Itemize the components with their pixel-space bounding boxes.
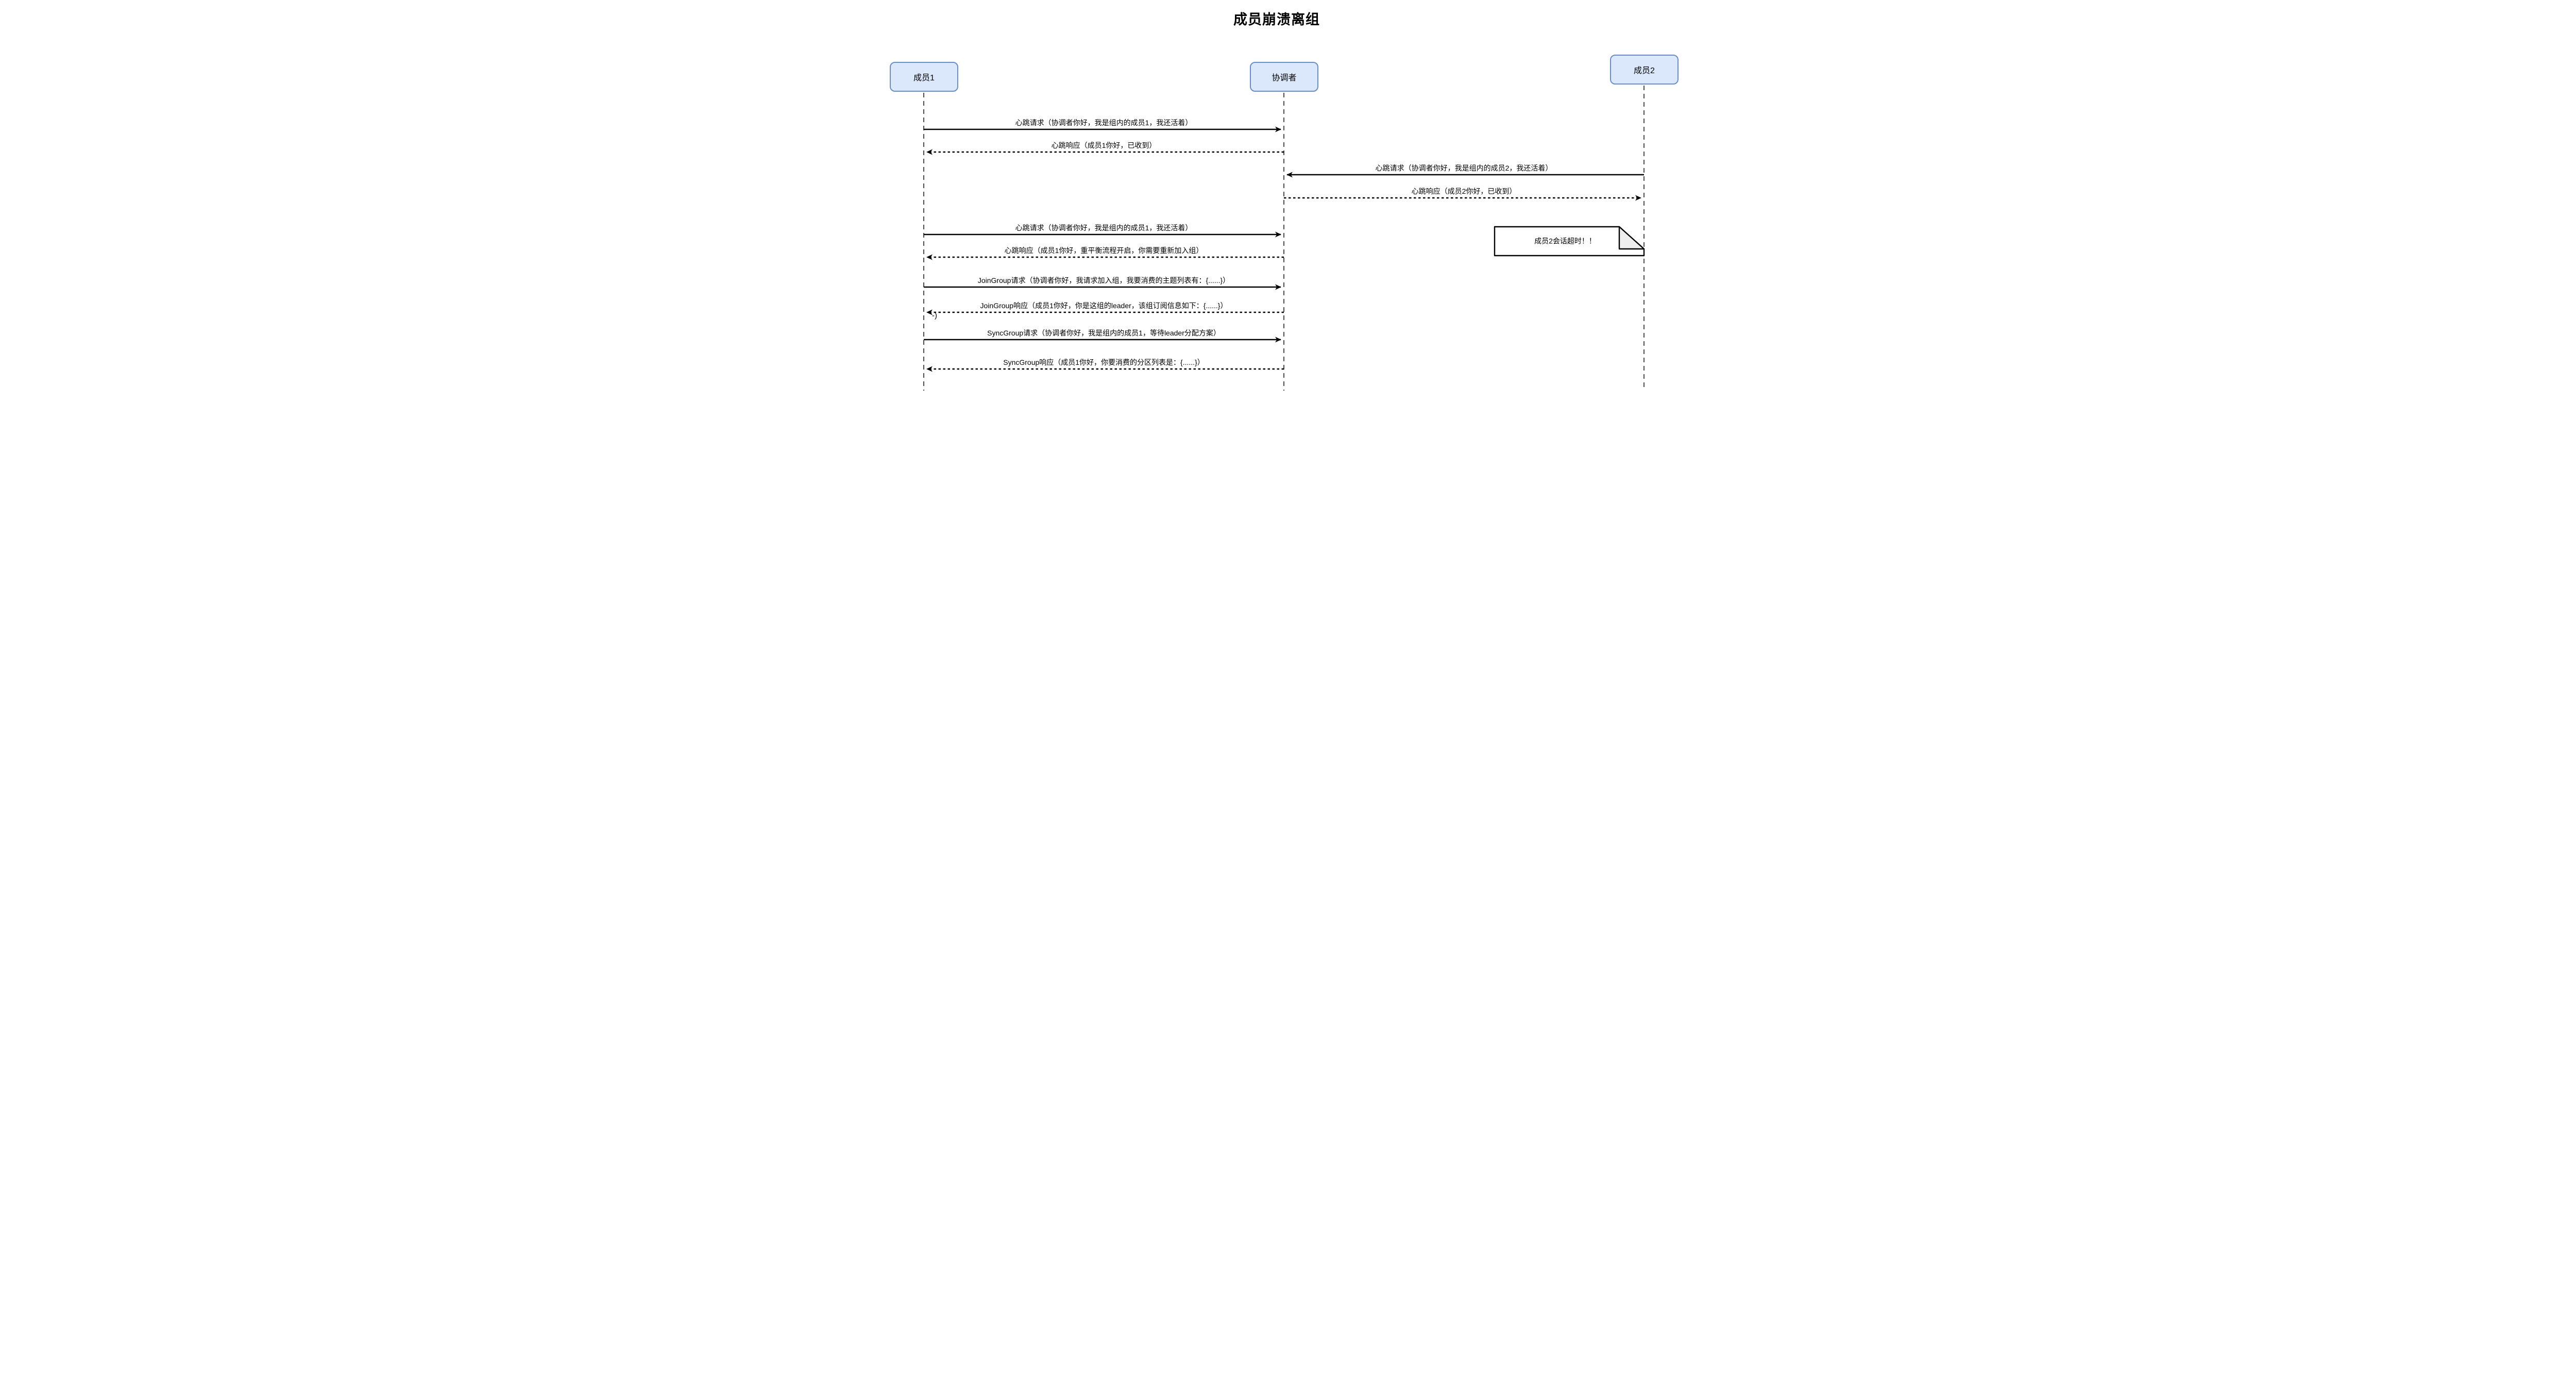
message-tail-text: -)	[932, 311, 937, 320]
message-label: SyncGroup响应（成员1你好，你要消费的分区列表是：{......}）	[1003, 358, 1205, 366]
message-label: 心跳请求（协调者你好，我是组内的成员1，我还活着）	[1015, 119, 1193, 127]
note-session-timeout: 成员2会话超时！！	[1494, 226, 1645, 257]
message-label: JoinGroup响应（成员1你好，你是这组的leader，该组订阅信息如下：{…	[980, 301, 1228, 310]
actor-label-coordinator: 协调者	[1272, 74, 1297, 82]
actor-label-member1: 成员1	[913, 74, 935, 82]
note-folded-corner-icon	[1618, 226, 1645, 250]
message-label: 心跳请求（协调者你好，我是组内的成员2，我还活着）	[1376, 164, 1553, 172]
message-label: 心跳请求（协调者你好，我是组内的成员1，我还活着）	[1015, 224, 1193, 232]
actor-box-coordinator: 协调者	[1250, 62, 1318, 92]
diagram-canvas: 成员崩溃离组 成员1 协调者 成员2 心跳请求（协调者你好，我是组内的成员1，我…	[886, 0, 1690, 401]
message-label: 心跳响应（成员2你好，已收到）	[1412, 187, 1517, 195]
sequence-diagram-svg: 心跳请求（协调者你好，我是组内的成员1，我还活着） 心跳响应（成员1你好，已收到）…	[923, 86, 1645, 391]
actor-label-member2: 成员2	[1634, 66, 1655, 75]
diagram-title: 成员崩溃离组	[1233, 12, 1320, 27]
actor-box-member1: 成员1	[890, 62, 958, 92]
message-label: 心跳响应（成员1你好，已收到）	[1052, 141, 1157, 149]
actor-box-member2: 成员2	[1610, 55, 1679, 85]
message-label: SyncGroup请求（协调者你好，我是组内的成员1，等待leader分配方案）	[987, 329, 1221, 337]
note-shape	[1494, 226, 1645, 257]
note-text: 成员2会话超时！！	[1534, 237, 1596, 245]
message-label: 心跳响应（成员1你好，重平衡流程开启，你需要重新加入组）	[1005, 246, 1204, 255]
message-label: JoinGroup请求（协调者你好，我请求加入组，我要消费的主题列表有：{...…	[978, 276, 1230, 284]
